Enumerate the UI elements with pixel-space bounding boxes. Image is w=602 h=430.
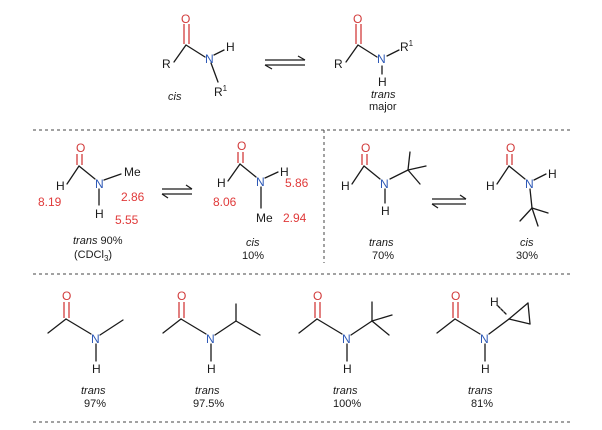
oxygen-atom: O: [361, 141, 370, 155]
hydrogen-atom: H: [217, 176, 226, 190]
caption-percent: 100%: [333, 398, 361, 410]
label-trans: trans: [371, 89, 396, 101]
solvent-cdcl3: (CDCl3): [74, 249, 112, 263]
oxygen-atom: O: [506, 141, 515, 155]
oxygen-atom: O: [353, 12, 362, 26]
r1-group: R1: [400, 39, 414, 54]
nitrogen-atom: N: [205, 52, 214, 66]
nmr-shift-nh: 5.86: [285, 176, 309, 190]
caption-nmf-cis: cis: [246, 237, 260, 249]
oxygen-atom: O: [451, 289, 460, 303]
nitrogen-atom: N: [206, 332, 215, 346]
hydrogen-atom: H: [207, 362, 216, 376]
hydrogen-atom: H: [280, 165, 289, 179]
oxygen-atom: O: [313, 289, 322, 303]
caption-percent: 97.5%: [193, 398, 224, 410]
caption-trans: trans: [468, 385, 493, 397]
nitrogen-atom: N: [380, 177, 389, 191]
nmr-shift-ch: 8.19: [38, 195, 62, 209]
r-group: R: [162, 57, 171, 71]
hydrogen-atom: H: [481, 362, 490, 376]
structure-nmf-cis: O H N H Me 8.06 5.86 2.94 cis 10%: [213, 139, 309, 262]
structure-n-isopropylacetamide: O N H trans 97.5%: [162, 289, 261, 410]
oxygen-atom: O: [177, 289, 186, 303]
hydrogen-atom: H: [341, 179, 350, 193]
hydrogen-atom: H: [378, 75, 387, 89]
structure-n-methylacetamide: O N H trans 97%: [47, 289, 124, 410]
hydrogen-atom: H: [95, 207, 104, 221]
structure-nmf-trans: O H N Me H 8.19 2.86 5.55 trans 90% (CDC…: [38, 141, 145, 263]
nmr-shift-me: 2.94: [283, 211, 307, 225]
oxygen-atom: O: [76, 141, 85, 155]
methyl-group: Me: [256, 211, 273, 225]
nitrogen-atom: N: [480, 332, 489, 346]
nitrogen-atom: N: [91, 332, 100, 346]
hydrogen-atom: H: [226, 40, 235, 54]
hydrogen-atom: H: [381, 204, 390, 218]
structure-n-cyclopropylacetamide: O N H H trans 81%: [436, 289, 531, 410]
nmr-shift-nh: 5.55: [115, 213, 139, 227]
caption-nmf-trans: trans 90%: [73, 235, 123, 247]
caption-trans: trans: [195, 385, 220, 397]
hydrogen-atom: H: [490, 295, 499, 309]
caption-nmf-cis-percent: 10%: [242, 250, 264, 262]
caption-trans: trans: [333, 385, 358, 397]
equilibrium-arrow-tbu: [431, 194, 467, 209]
caption-trans: trans: [81, 385, 106, 397]
nitrogen-atom: N: [377, 52, 386, 66]
label-major: major: [369, 101, 397, 113]
oxygen-atom: O: [181, 12, 190, 26]
caption-tbu-cis-percent: 30%: [516, 250, 538, 262]
methyl-group: Me: [124, 165, 141, 179]
caption-percent: 81%: [471, 398, 493, 410]
structure-generic-cis: O R N H R1 cis: [162, 12, 235, 103]
nitrogen-atom: N: [342, 332, 351, 346]
nmr-shift-me: 2.86: [121, 190, 145, 204]
oxygen-atom: O: [62, 289, 71, 303]
label-cis: cis: [168, 91, 182, 103]
oxygen-atom: O: [237, 139, 246, 153]
caption-percent: 97%: [84, 398, 106, 410]
structure-n-tert-butylacetamide: O N H trans 100%: [298, 289, 393, 410]
hydrogen-atom: H: [343, 362, 352, 376]
r-group: R: [334, 57, 343, 71]
r1-group: R1: [214, 84, 228, 99]
hydrogen-atom: H: [486, 179, 495, 193]
nmr-shift-ch: 8.06: [213, 195, 237, 209]
nitrogen-atom: N: [525, 177, 534, 191]
equilibrium-arrow-top: [264, 55, 306, 70]
hydrogen-atom: H: [56, 179, 65, 193]
structure-generic-trans: O R N R1 H trans major: [334, 12, 414, 113]
hydrogen-atom: H: [548, 167, 557, 181]
caption-tbu-trans-percent: 70%: [372, 250, 394, 262]
nitrogen-atom: N: [95, 177, 104, 191]
nitrogen-atom: N: [256, 175, 265, 189]
structure-tbu-cis: O H N H cis 30%: [486, 141, 557, 262]
equilibrium-arrow-nmf: [161, 184, 193, 199]
hydrogen-atom: H: [92, 362, 101, 376]
caption-tbu-cis: cis: [520, 237, 534, 249]
structure-tbu-trans: O H N H trans 70%: [341, 141, 427, 262]
caption-tbu-trans: trans: [369, 237, 394, 249]
